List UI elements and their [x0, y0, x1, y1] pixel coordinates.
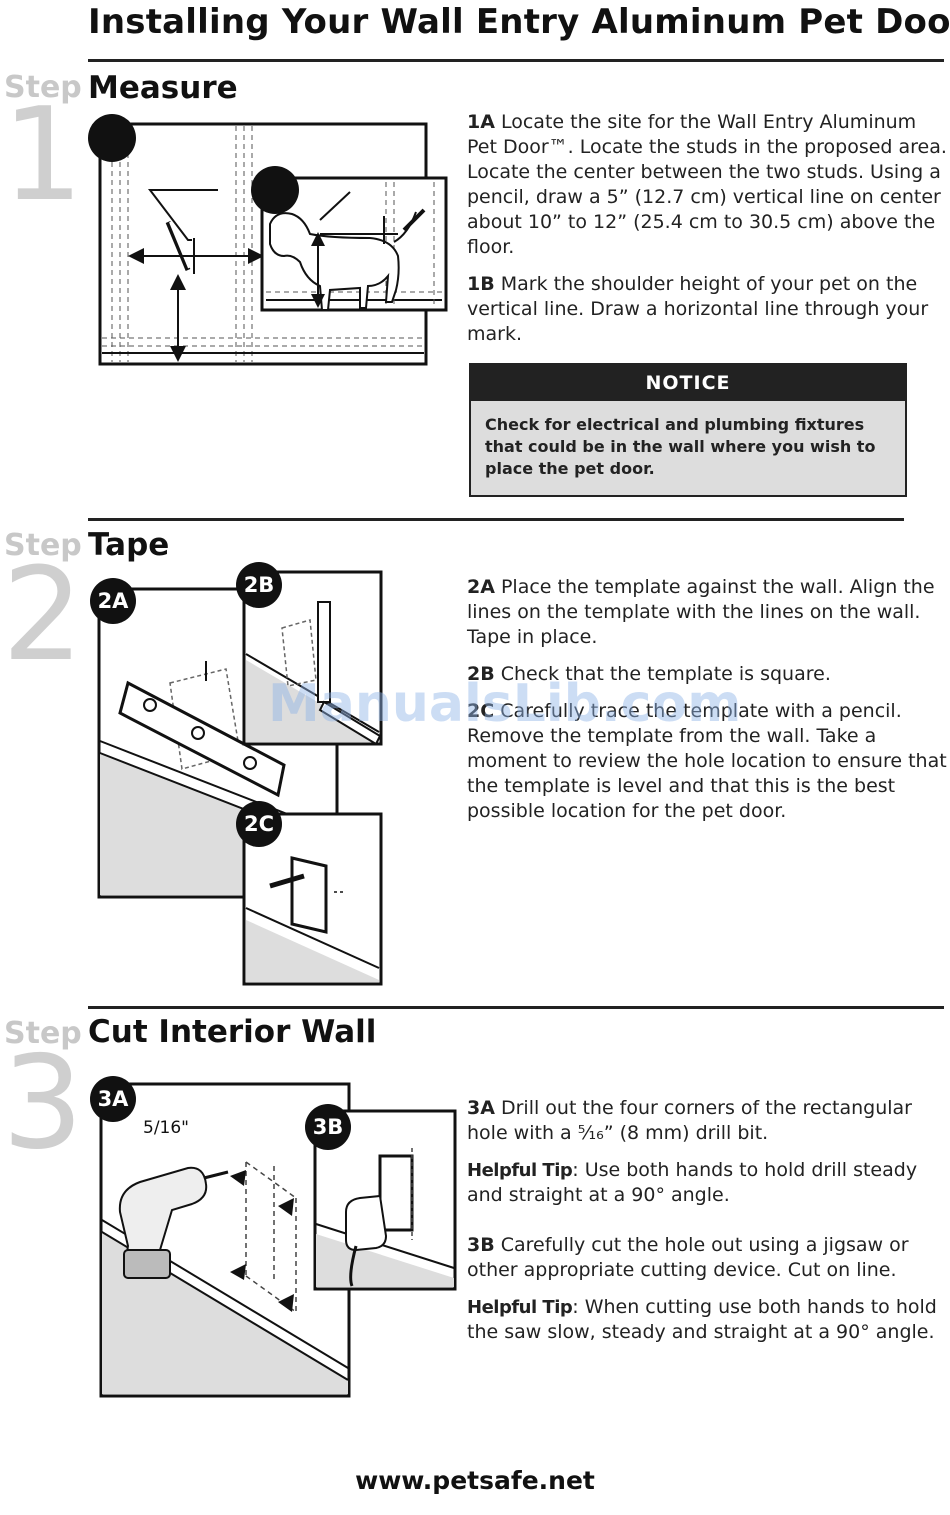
helpful-tip-saw: Helpful Tip: When cutting use both hands… [467, 1296, 937, 1343]
instruction-1b: 1B Mark the shoulder height of your pet … [467, 273, 929, 345]
badge-3b: 3B [305, 1104, 351, 1150]
step-2-number: 2 [2, 541, 84, 690]
step-3-rule [88, 1006, 944, 1009]
step-2-word: Step [4, 528, 82, 563]
step-3-number: 3 [2, 1029, 84, 1178]
notice-body: Check for electrical and plumbing fixtur… [485, 415, 876, 478]
step-1-word: Step [4, 70, 82, 105]
measure-illustration [88, 114, 448, 366]
step-2-instructions: 2A Place the template against the wall. … [467, 575, 947, 836]
step-1-title: Measure [88, 70, 238, 106]
instruction-2c: 2C Carefully trace the template with a p… [467, 700, 947, 822]
helpful-tip-drill: Helpful Tip: Use both hands to hold dril… [467, 1159, 918, 1206]
footer-website[interactable]: www.petsafe.net [355, 1466, 595, 1495]
drill-illustration-3a [99, 1082, 351, 1398]
page-title: Installing Your Wall Entry Aluminum Pet … [88, 2, 950, 42]
step-3-title: Cut Interior Wall [88, 1014, 377, 1050]
instruction-1a: 1A Locate the site for the Wall Entry Al… [467, 111, 947, 258]
step-2-title: Tape [88, 527, 170, 563]
badge-2b: 2B [236, 562, 282, 608]
step-3-word: Step [4, 1016, 82, 1051]
step-1-instructions: 1A Locate the site for the Wall Entry Al… [467, 110, 947, 359]
notice-heading: NOTICE [471, 365, 905, 401]
tape-illustration-2b [242, 570, 383, 746]
instruction-2a: 2A Place the template against the wall. … [467, 576, 935, 648]
drill-bit-size-label: 5/16" [143, 1118, 189, 1138]
step-2-rule [88, 518, 904, 521]
title-rule [88, 59, 944, 62]
badge-3a: 3A [90, 1076, 136, 1122]
instruction-3a: 3A Drill out the four corners of the rec… [467, 1097, 912, 1144]
instruction-3b: 3B Carefully cut the hole out using a ji… [467, 1234, 909, 1281]
badge-2a: 2A [90, 578, 136, 624]
step-3-instructions: 3A Drill out the four corners of the rec… [467, 1096, 947, 1357]
step-1-number: 1 [2, 81, 84, 230]
instruction-2b: 2B Check that the template is square. [467, 663, 831, 685]
badge-2c: 2C [236, 801, 282, 847]
watermark: ManualsLib.com [268, 674, 742, 734]
notice-box: NOTICE Check for electrical and plumbing… [469, 363, 907, 497]
